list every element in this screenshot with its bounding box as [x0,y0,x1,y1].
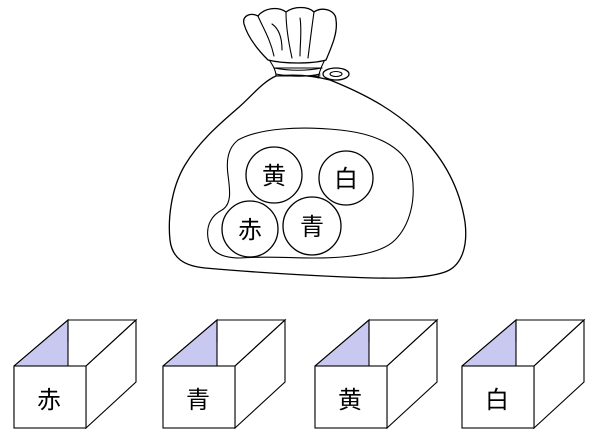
box-side [386,318,438,430]
box-rim [162,319,287,367]
box-red: 赤 [13,318,138,430]
box-side [85,318,137,430]
box-yellow: 黄 [314,318,439,430]
ball-red: 赤 [221,200,279,258]
bag-inner-bulge [207,127,414,259]
box-label: 赤 [37,386,61,414]
ball-white: 白 [318,150,374,206]
ball-circle [318,150,374,206]
ball-yellow: 黄 [245,146,303,204]
ball-circle [221,200,279,258]
box-front [162,365,236,429]
bag-neck-band [273,67,323,77]
box-side [234,318,286,430]
box-label: 白 [485,386,509,414]
ball-label: 赤 [238,216,262,244]
bag-tie-loop [322,67,350,81]
ball-circle [282,196,342,256]
box-blue: 青 [162,318,287,430]
box-front [461,365,535,429]
box-label: 黄 [338,386,362,414]
box-label: 青 [186,386,210,414]
boxes-row: 赤青黄白 [13,318,586,430]
bag: 黄 白赤 青 [168,6,467,279]
bag-top-folds [257,11,315,59]
box-rim [314,319,439,367]
box-front [13,365,87,429]
box-rim [461,319,586,367]
bag-balls: 黄 白赤 青 [221,146,374,258]
ball-blue: 青 [282,196,342,256]
ball-label: 青 [300,213,324,241]
ball-label: 黄 [262,162,286,190]
box-rim [13,319,138,367]
box-white: 白 [461,318,586,430]
bag-neck [267,57,327,79]
ball-label: 白 [334,165,358,193]
ball-circle [245,146,303,204]
box-side [533,318,585,430]
box-front [314,365,388,429]
